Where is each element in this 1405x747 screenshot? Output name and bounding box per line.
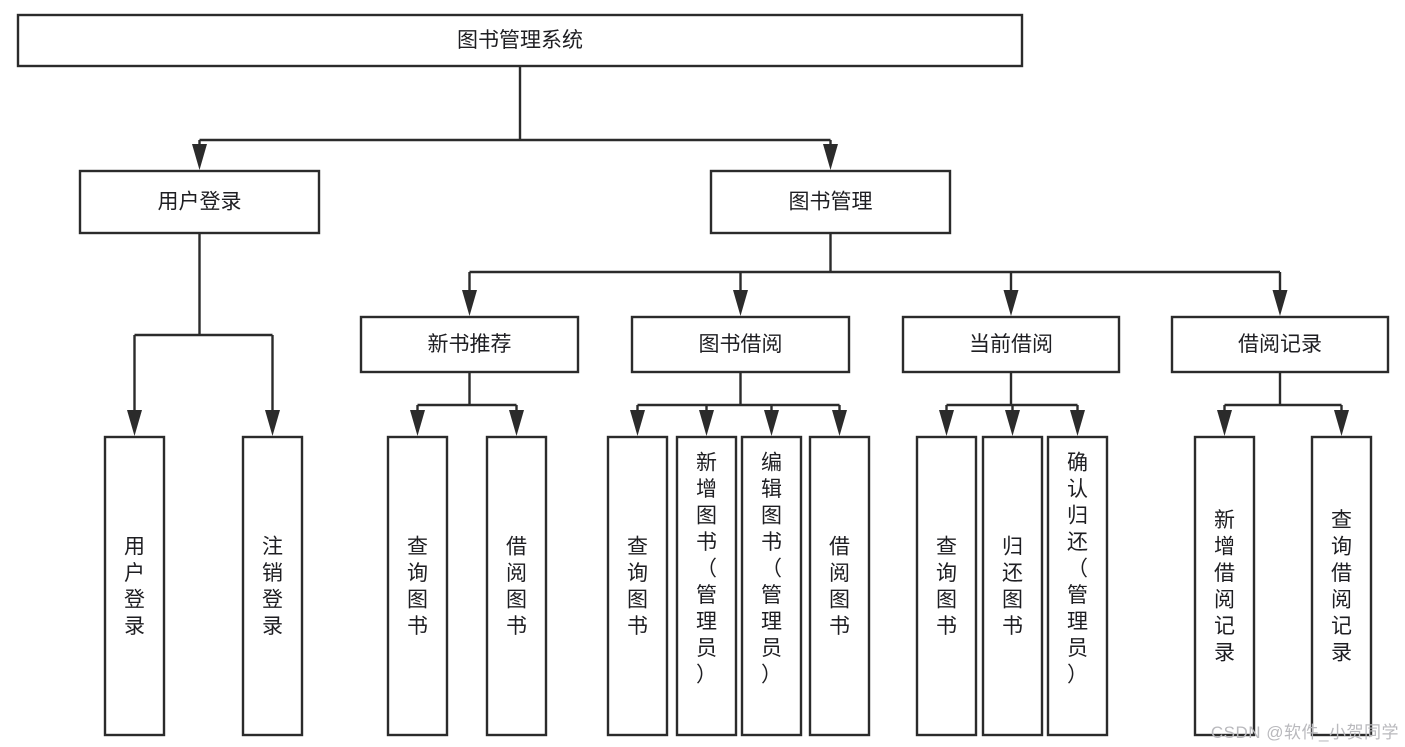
node-label: 新书推荐 bbox=[428, 333, 512, 356]
connector-group-n_current bbox=[939, 372, 1085, 436]
connector-layer bbox=[127, 66, 1349, 436]
node-label: 新增借阅记录 bbox=[1214, 509, 1235, 665]
connector-group-n_book_mgmt bbox=[462, 233, 1288, 316]
node-n-current[interactable]: 当前借阅 bbox=[901, 315, 1121, 374]
arrow-head-icon bbox=[1334, 410, 1349, 436]
node-label: 确认归还（管理员） bbox=[1067, 452, 1088, 687]
node-box[interactable] bbox=[740, 435, 803, 737]
node-label: 用户登录 bbox=[124, 536, 145, 639]
node-n-new-book[interactable]: 新书推荐 bbox=[359, 315, 580, 374]
arrow-head-icon bbox=[764, 410, 779, 436]
node-box[interactable] bbox=[241, 435, 304, 737]
node-l-cu-confirm[interactable]: 确认归还（管理员） bbox=[1046, 435, 1109, 737]
node-l-cu-return[interactable]: 归还图书 bbox=[981, 435, 1044, 737]
node-box[interactable] bbox=[808, 435, 871, 737]
node-label: 查询图书 bbox=[407, 536, 428, 639]
arrow-head-icon bbox=[1005, 410, 1020, 436]
arrow-head-icon bbox=[462, 290, 477, 316]
node-label: 查询图书 bbox=[627, 536, 648, 639]
arrow-head-icon bbox=[1003, 290, 1019, 316]
arrow-head-icon bbox=[265, 410, 280, 436]
arrow-head-icon bbox=[192, 144, 207, 170]
node-l-user-login[interactable]: 用户登录 bbox=[103, 435, 166, 737]
node-n-user-login[interactable]: 用户登录 bbox=[78, 169, 321, 235]
node-box[interactable] bbox=[78, 169, 321, 235]
connector-group-root bbox=[192, 66, 838, 170]
node-label: 归还图书 bbox=[1002, 536, 1023, 639]
node-box[interactable] bbox=[915, 435, 978, 737]
node-l-cu-query[interactable]: 查询图书 bbox=[915, 435, 978, 737]
node-box[interactable] bbox=[386, 435, 449, 737]
node-l-user-logout[interactable]: 注销登录 bbox=[241, 435, 304, 737]
arrow-head-icon bbox=[733, 290, 748, 316]
arrow-head-icon bbox=[939, 410, 954, 436]
node-l-nb-borrow[interactable]: 借阅图书 bbox=[485, 435, 548, 737]
arrow-head-icon bbox=[1272, 290, 1288, 316]
node-box[interactable] bbox=[1193, 435, 1256, 737]
node-l-bw-add[interactable]: 新增图书（管理员） bbox=[675, 435, 738, 737]
node-box[interactable] bbox=[1046, 435, 1109, 737]
connector-group-n_borrow bbox=[630, 372, 847, 436]
node-l-bw-query[interactable]: 查询图书 bbox=[606, 435, 669, 737]
connector-group-n_user_login bbox=[127, 233, 280, 436]
node-box[interactable] bbox=[1170, 315, 1390, 374]
node-box[interactable] bbox=[709, 169, 952, 235]
node-l-bw-borrow[interactable]: 借阅图书 bbox=[808, 435, 871, 737]
node-label: 查询图书 bbox=[936, 536, 957, 639]
arrow-head-icon bbox=[699, 410, 714, 436]
node-label: 图书借阅 bbox=[699, 333, 783, 356]
node-box[interactable] bbox=[630, 315, 851, 374]
node-n-book-mgmt[interactable]: 图书管理 bbox=[709, 169, 952, 235]
node-box[interactable] bbox=[1310, 435, 1373, 737]
connector-group-n_new_book bbox=[410, 372, 524, 436]
node-label: 新增图书（管理员） bbox=[696, 452, 717, 687]
node-l-bw-edit[interactable]: 编辑图书（管理员） bbox=[740, 435, 803, 737]
arrow-head-icon bbox=[1217, 410, 1232, 436]
node-label: 图书管理 bbox=[789, 191, 873, 214]
node-n-borrow[interactable]: 图书借阅 bbox=[630, 315, 851, 374]
node-box[interactable] bbox=[981, 435, 1044, 737]
node-l-rc-add[interactable]: 新增借阅记录 bbox=[1193, 435, 1256, 737]
arrow-head-icon bbox=[509, 410, 524, 436]
node-root[interactable]: 图书管理系统 bbox=[16, 13, 1024, 68]
arrow-head-icon bbox=[823, 144, 838, 170]
arrow-head-icon bbox=[630, 410, 645, 436]
arrow-head-icon bbox=[127, 410, 142, 436]
node-box[interactable] bbox=[606, 435, 669, 737]
arrow-head-icon bbox=[1070, 410, 1085, 436]
node-label: 图书管理系统 bbox=[457, 29, 583, 52]
node-n-records[interactable]: 借阅记录 bbox=[1170, 315, 1390, 374]
node-label: 查询借阅记录 bbox=[1331, 509, 1352, 665]
node-box[interactable] bbox=[359, 315, 580, 374]
node-l-rc-query[interactable]: 查询借阅记录 bbox=[1310, 435, 1373, 737]
node-label: 借阅图书 bbox=[506, 536, 527, 639]
node-l-nb-query[interactable]: 查询图书 bbox=[386, 435, 449, 737]
connector-group-n_records bbox=[1217, 372, 1349, 436]
node-label: 当前借阅 bbox=[969, 333, 1053, 356]
node-box[interactable] bbox=[485, 435, 548, 737]
node-layer: 图书管理系统用户登录图书管理新书推荐图书借阅当前借阅借阅记录用户登录注销登录查询… bbox=[16, 13, 1390, 737]
node-box[interactable] bbox=[103, 435, 166, 737]
arrow-head-icon bbox=[832, 410, 847, 436]
node-label: 用户登录 bbox=[158, 191, 242, 214]
node-box[interactable] bbox=[901, 315, 1121, 374]
node-label: 借阅记录 bbox=[1238, 333, 1322, 356]
node-label: 编辑图书（管理员） bbox=[761, 452, 782, 687]
node-box[interactable] bbox=[675, 435, 738, 737]
node-label: 注销登录 bbox=[262, 536, 283, 639]
arrow-head-icon bbox=[410, 410, 425, 436]
node-box[interactable] bbox=[16, 13, 1024, 68]
node-label: 借阅图书 bbox=[829, 536, 850, 639]
